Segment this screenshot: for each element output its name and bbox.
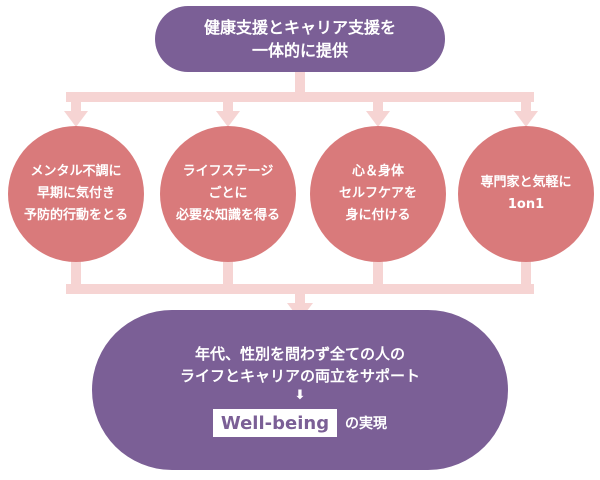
top-goal-line-2: 一体的に提供: [251, 41, 348, 60]
top-goal-pill: 健康支援とキャリア支援を 一体的に提供: [155, 6, 445, 72]
circle-4-line-1: 専門家と気軽に: [480, 175, 572, 190]
bottom-line-2: ライフとキャリアの両立をサポート: [179, 367, 420, 385]
circle-expert-1on1: 専門家と気軽に 1on1: [458, 126, 594, 262]
circle-2-line-2: ごとに: [208, 186, 248, 201]
circle-self-care: 心＆身体 セルフケアを 身に付ける: [310, 126, 446, 262]
down-arrow-icon: ⬇: [294, 388, 306, 403]
circle-1-line-3: 予防的行動をとる: [23, 208, 128, 223]
bottom-outcome-pill: 年代、性別を問わず全ての人の ライフとキャリアの両立をサポート ⬇ Well-b…: [92, 310, 508, 470]
circle-mental-health: メンタル不調に 早期に気付き 予防的行動をとる: [8, 126, 144, 262]
circle-1-line-1: メンタル不調に: [30, 164, 122, 179]
circle-1-line-2: 早期に気付き: [36, 186, 115, 201]
wellbeing-result: Well-being の実現: [213, 409, 387, 437]
circle-3-line-2: セルフケアを: [338, 186, 417, 201]
circle-3-line-1: 心＆身体: [351, 164, 404, 179]
wellbeing-badge: Well-being: [213, 409, 337, 437]
circle-life-stage: ライフステージ ごとに 必要な知識を得る: [160, 126, 296, 262]
top-goal-line-1: 健康支援とキャリア支援を: [203, 18, 396, 37]
circle-4-line-2: 1on1: [507, 197, 545, 212]
bottom-line-1: 年代、性別を問わず全ての人の: [194, 345, 405, 363]
wellbeing-suffix: の実現: [345, 416, 387, 432]
circle-2-line-1: ライフステージ: [182, 164, 274, 179]
circle-2-line-3: 必要な知識を得る: [175, 208, 280, 223]
circle-3-line-3: 身に付ける: [345, 208, 411, 223]
